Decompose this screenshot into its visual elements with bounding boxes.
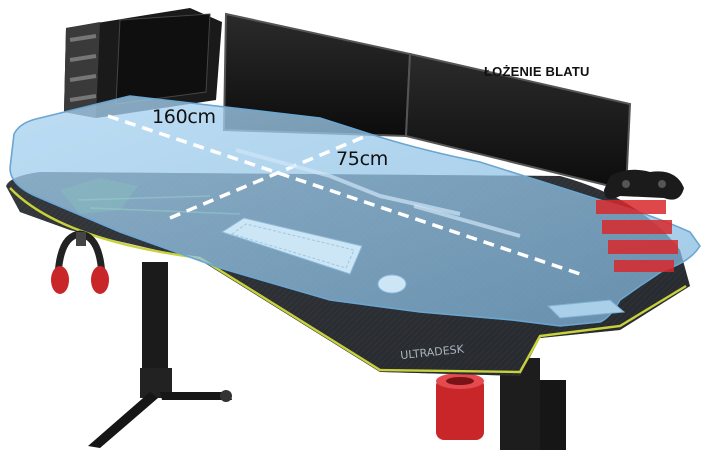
pc-case: [64, 8, 222, 118]
gamepad: [604, 169, 684, 200]
keyboard: [220, 217, 363, 275]
mouse: [377, 274, 407, 294]
caption-text: ŁOŻENIE BLATU: [484, 64, 590, 79]
dimension-overlay: [9, 95, 701, 327]
cup-holder: [436, 373, 484, 440]
headphones: [51, 230, 109, 294]
side-organizer: [596, 200, 678, 272]
depth-dimension-label: 75cm: [336, 148, 388, 170]
width-dimension-label: 160cm: [152, 106, 216, 128]
phone: [546, 299, 626, 319]
width-dimension-line: [107, 114, 587, 278]
desk-leg-left: [88, 262, 232, 448]
